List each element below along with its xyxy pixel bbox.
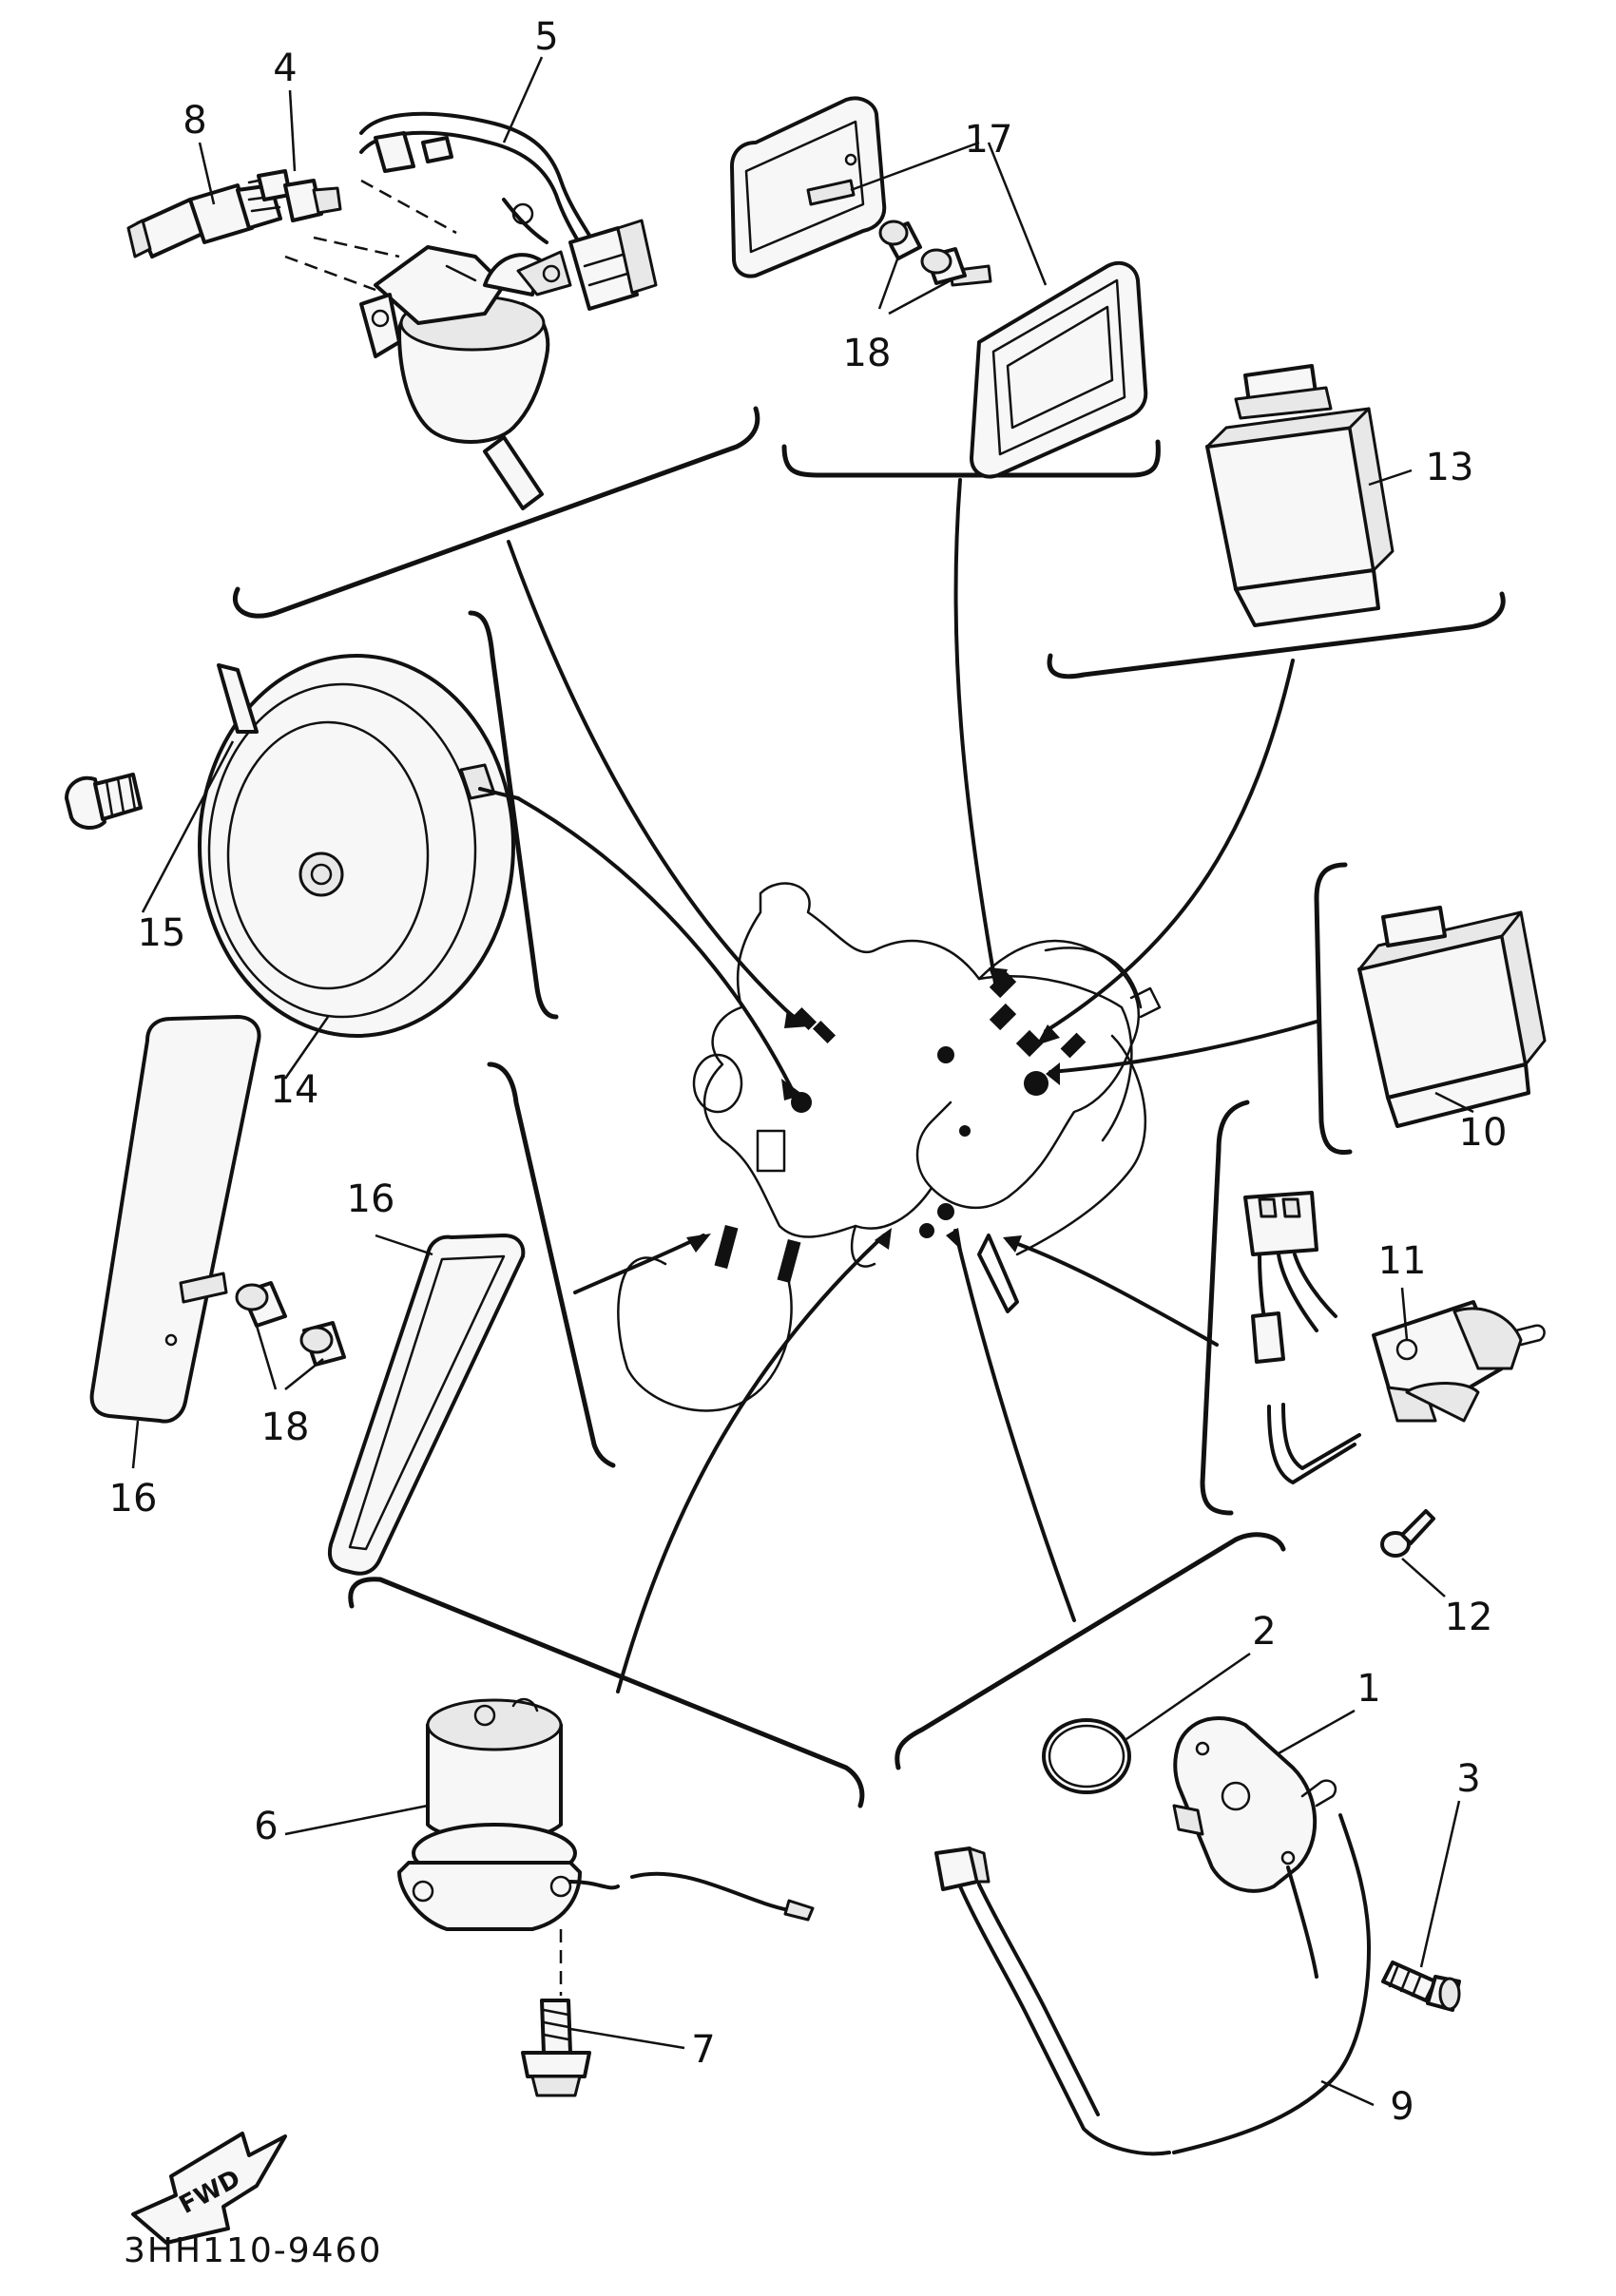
reflector-17-right xyxy=(949,260,1148,479)
callout-18-top: 18 xyxy=(843,332,892,375)
wire-lead-5 xyxy=(359,111,658,311)
nut-18-side xyxy=(235,1281,346,1367)
callout-6: 6 xyxy=(254,1805,278,1848)
reflector-16-left xyxy=(89,1015,261,1424)
forward-arrow-icon: FWD xyxy=(131,2132,287,2245)
callout-12: 12 xyxy=(1445,1596,1493,1639)
temperature-sensor-8 xyxy=(126,183,282,258)
switch-assembly-group xyxy=(284,179,572,510)
switch-11 xyxy=(1243,1191,1546,1484)
frame-silhouette xyxy=(617,882,1162,1412)
callout-9: 9 xyxy=(1390,2085,1414,2129)
callout-14: 14 xyxy=(271,1068,319,1112)
callout-16-left: 16 xyxy=(109,1477,158,1521)
reflector-16-right xyxy=(327,1234,526,1576)
relay-10 xyxy=(1357,906,1547,1128)
nut-18-top xyxy=(878,220,967,285)
routing-leaders xyxy=(507,478,1318,1693)
group-braces xyxy=(233,406,1506,1808)
bolt-15 xyxy=(65,773,143,830)
callout-13: 13 xyxy=(1426,446,1474,489)
reflector-17-left xyxy=(730,96,887,278)
bolt-7 xyxy=(521,1999,591,2097)
callout-2: 2 xyxy=(1252,1610,1276,1654)
callout-18-side: 18 xyxy=(261,1406,310,1449)
callout-15: 15 xyxy=(138,911,186,955)
drawing-code: 3HH110-9460 xyxy=(124,2231,382,2270)
horn-14 xyxy=(198,654,520,1038)
solenoid-6 xyxy=(397,1697,815,1996)
screw-12 xyxy=(1380,1509,1435,1558)
wire-lead-9 xyxy=(934,1813,1371,2156)
callout-16-right: 16 xyxy=(347,1177,395,1221)
callout-numbers: 1 2 3 4 5 6 7 8 9 10 11 12 13 14 15 16 1… xyxy=(109,15,1508,2129)
callout-3: 3 xyxy=(1456,1757,1480,1801)
callout-8: 8 xyxy=(183,99,206,143)
callout-11: 11 xyxy=(1378,1239,1427,1283)
callout-leaders xyxy=(131,56,1474,2107)
sensor-1 xyxy=(1172,1715,1337,1893)
callout-10: 10 xyxy=(1459,1111,1508,1155)
thermo-switch-4 xyxy=(247,169,342,222)
relay-13 xyxy=(1205,364,1395,627)
bolt-3 xyxy=(1381,1961,1461,2012)
o-ring-2 xyxy=(1042,1718,1131,1794)
callout-17: 17 xyxy=(965,118,1013,162)
callout-7: 7 xyxy=(691,2028,715,2072)
mount-points xyxy=(714,970,1087,1284)
callout-5: 5 xyxy=(534,15,558,59)
callout-4: 4 xyxy=(273,47,297,90)
callout-1: 1 xyxy=(1356,1667,1380,1711)
